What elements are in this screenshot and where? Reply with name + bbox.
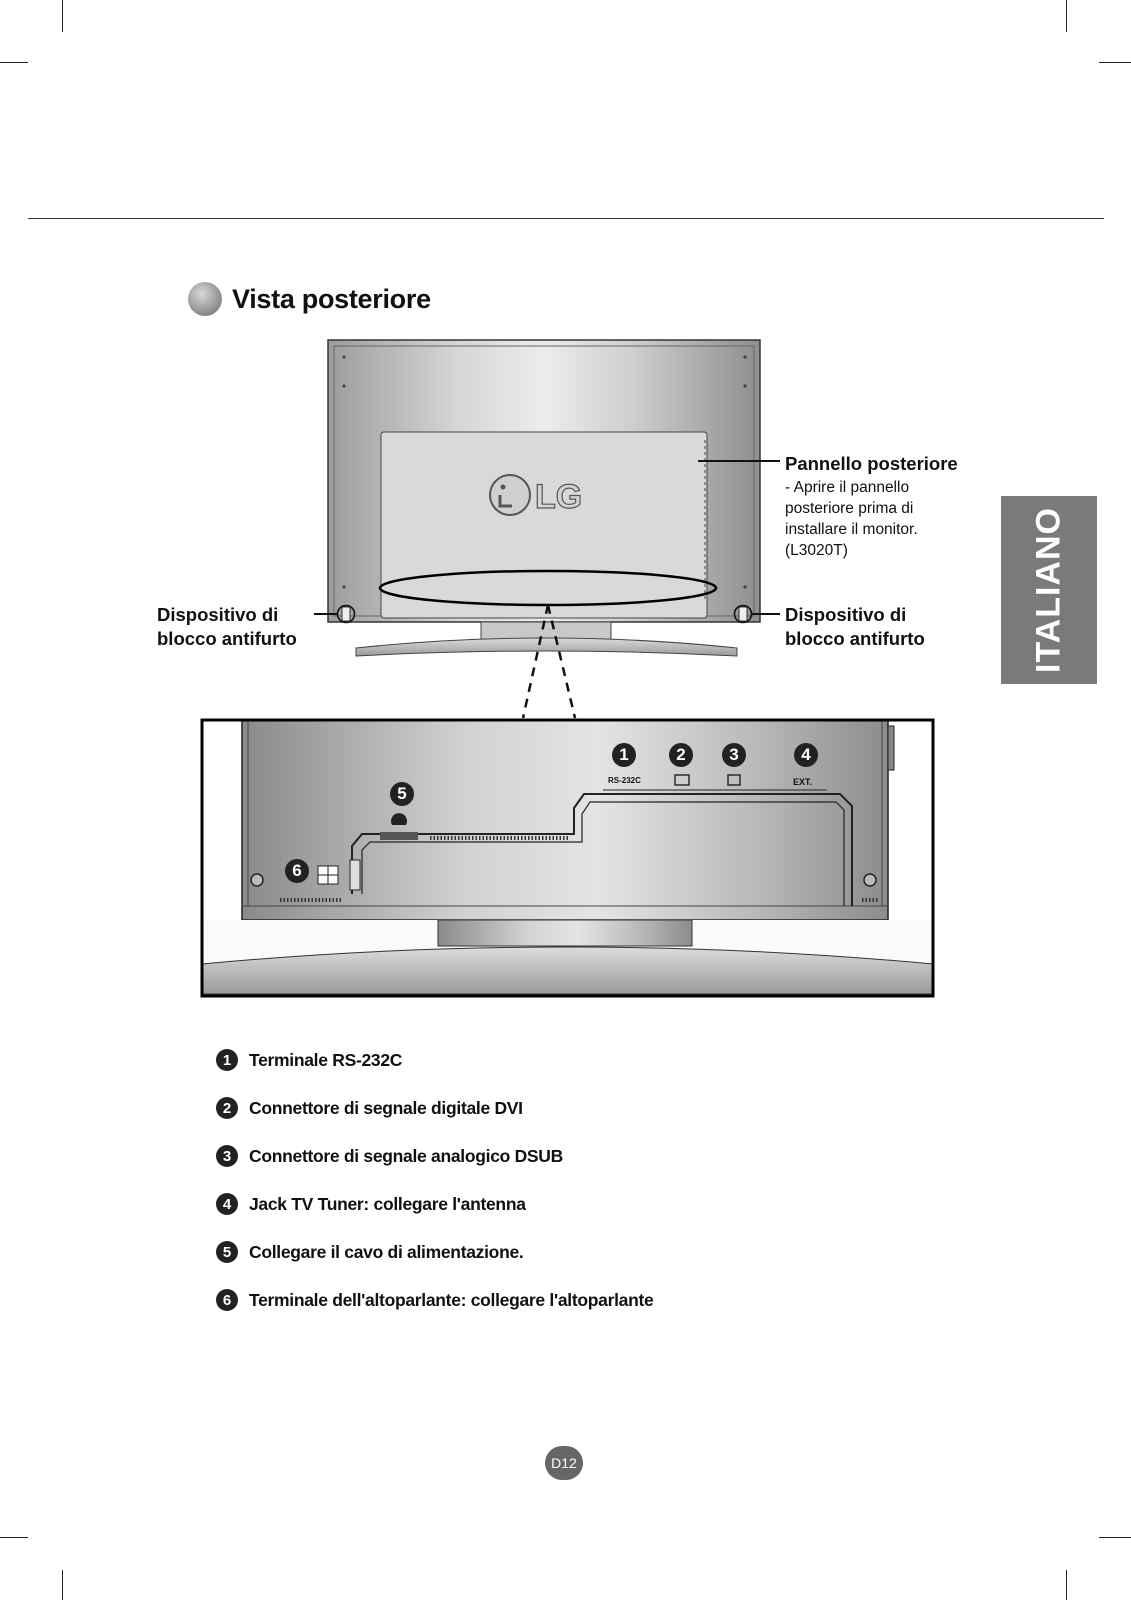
legend-list: 1 Terminale RS-232C 2 Connettore di segn… xyxy=(216,1036,654,1324)
monitor-rear xyxy=(327,339,761,657)
page-number: D12 xyxy=(545,1446,583,1480)
language-tab: ITALIANO xyxy=(1001,496,1097,684)
crop-mark xyxy=(1099,1537,1131,1538)
legend-item: 3 Connettore di segnale analogico DSUB xyxy=(216,1132,653,1180)
crop-mark xyxy=(1066,1570,1067,1600)
legend-number-badge: 3 xyxy=(216,1145,238,1167)
crop-mark xyxy=(62,0,63,32)
marker-3-badge: 3 xyxy=(722,743,746,767)
marker-4-label: EXT. xyxy=(793,777,813,787)
legend-number-badge: 6 xyxy=(216,1289,238,1311)
legend-text: Collegare il cavo di alimentazione. xyxy=(249,1241,524,1262)
legend-number-badge: 5 xyxy=(216,1241,238,1263)
lg-logo-text: LG xyxy=(535,478,582,516)
legend-text: Jack TV Tuner: collegare l'antenna xyxy=(249,1193,526,1214)
crop-mark xyxy=(0,1537,28,1538)
marker-5-badge: 5 xyxy=(390,782,414,806)
zoom-leader-left xyxy=(521,604,550,719)
legend-number-badge: 4 xyxy=(216,1193,238,1215)
lock-left-label-line-2: blocco antifurto xyxy=(157,628,297,649)
marker-1-badge: 1 xyxy=(612,743,636,767)
marker-4-badge: 4 xyxy=(794,743,818,767)
back-panel-note-line-3: installare il monitor. xyxy=(785,521,918,538)
lock-right-label-line-1: Dispositivo di xyxy=(785,604,907,625)
crop-mark xyxy=(1099,62,1131,63)
legend-item: 4 Jack TV Tuner: collegare l'antenna xyxy=(216,1180,653,1228)
legend-text: Terminale dell'altoparlante: collegare l… xyxy=(249,1289,654,1310)
legend-item: 5 Collegare il cavo di alimentazione. xyxy=(216,1228,653,1276)
marker-6-badge: 6 xyxy=(285,859,309,883)
section-title: Vista posteriore xyxy=(232,283,431,314)
header-rule xyxy=(28,218,1104,219)
lock-left-label-line-1: Dispositivo di xyxy=(157,604,279,625)
zoom-leader-right xyxy=(546,604,577,719)
back-panel-note-line-2: posteriore prima di xyxy=(785,500,914,517)
legend-number-badge: 1 xyxy=(216,1049,238,1071)
crop-mark xyxy=(0,62,28,63)
legend-text: Terminale RS-232C xyxy=(249,1049,403,1070)
crop-mark xyxy=(1066,0,1067,32)
marker-1-label: RS-232C xyxy=(608,776,641,785)
section-heading: Vista posteriore xyxy=(188,282,431,316)
crop-mark xyxy=(62,1570,63,1600)
back-panel-note-line-4: (L3020T) xyxy=(785,542,848,559)
legend-text: Connettore di segnale digitale DVI xyxy=(249,1097,523,1118)
connector-panel-closeup xyxy=(200,718,935,998)
legend-item: 1 Terminale RS-232C xyxy=(216,1036,653,1084)
lock-right-label-line-2: blocco antifurto xyxy=(785,628,925,649)
round-bullet-icon xyxy=(188,282,222,316)
back-panel-note-line-1: - Aprire il pannello xyxy=(785,479,910,496)
legend-number-badge: 2 xyxy=(216,1097,238,1119)
legend-item: 6 Terminale dell'altoparlante: collegare… xyxy=(216,1276,654,1324)
lg-logo-icon: LG xyxy=(489,474,583,517)
rear-view-illustration: LG xyxy=(200,339,935,998)
back-panel-title: Pannello posteriore xyxy=(785,453,958,474)
legend-item: 2 Connettore di segnale digitale DVI xyxy=(216,1084,653,1132)
marker-2-badge: 2 xyxy=(669,743,693,767)
legend-text: Connettore di segnale analogico DSUB xyxy=(249,1145,563,1166)
